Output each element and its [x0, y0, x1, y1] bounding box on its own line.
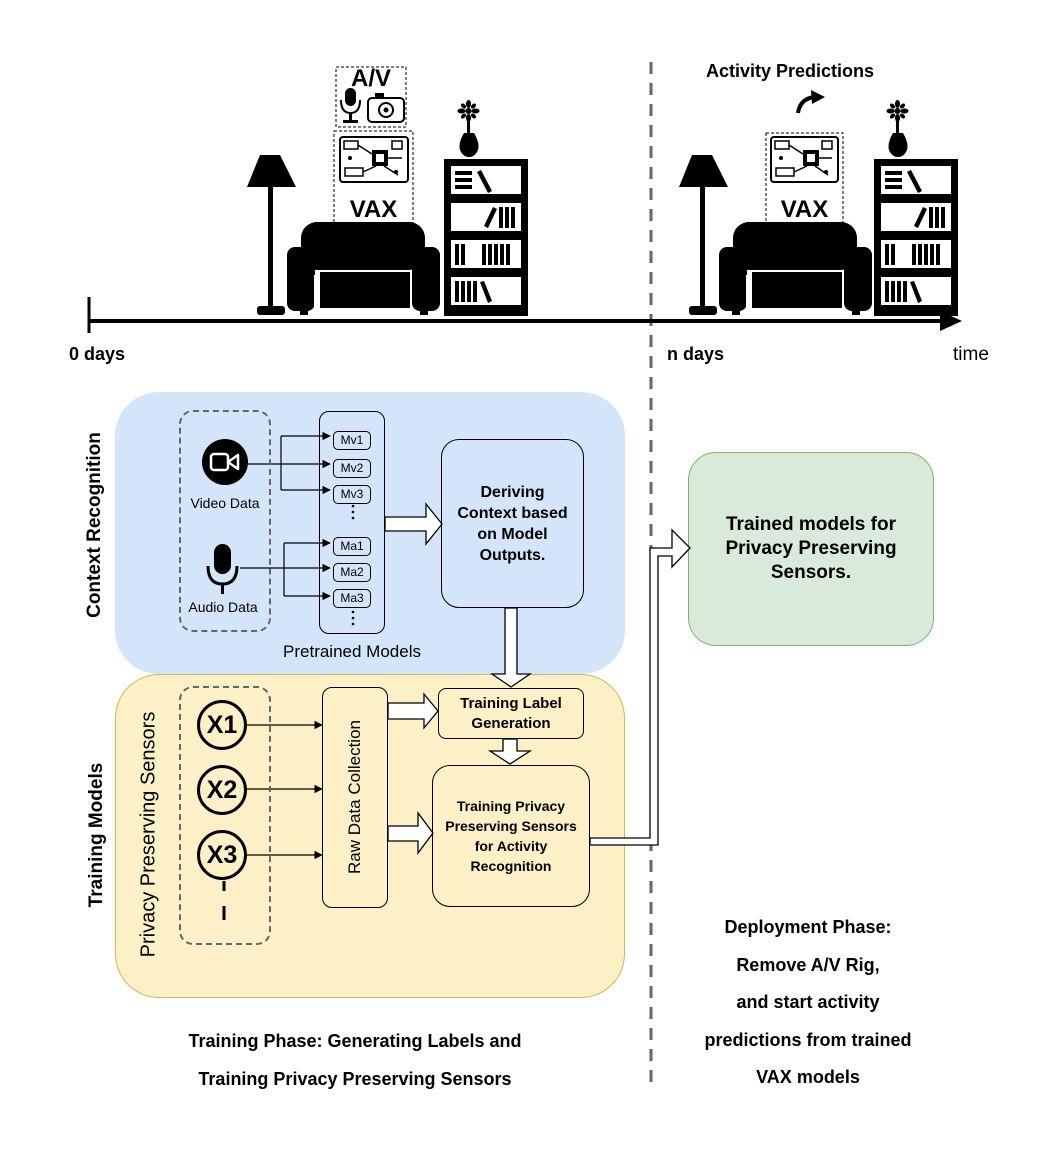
armchair-icon: [287, 222, 440, 315]
sensor-x3: X3: [197, 830, 247, 880]
trained-models-text: Trained models for Privacy Preserving Se…: [725, 514, 897, 583]
deployment-caption-line2: Remove A/V Rig,: [736, 955, 880, 975]
train-privacy-sensors-box: Training Privacy Preserving Sensors for …: [432, 765, 590, 907]
context-to-labelgen-arrow: [489, 607, 533, 688]
av-rig-label: A/V: [350, 65, 391, 92]
video-data-label: Video Data: [190, 495, 260, 511]
pretrained-models-caption: Pretrained Models: [283, 642, 421, 661]
train-privacy-sensors-text: Training Privacy Preserving Sensors for …: [445, 798, 577, 874]
training-phase-caption-line1: Training Phase: Generating Labels and: [188, 1031, 522, 1051]
deriving-context-box: Deriving Context based on Model Outputs.: [441, 439, 584, 608]
training-label-generation-box: Training Label Generation: [438, 688, 584, 739]
training-label-generation-text: Training Label Generation: [460, 694, 562, 732]
video-to-models-connectors: [240, 431, 331, 601]
deployment-caption-line3: and start activity: [736, 992, 880, 1012]
training-models-label: Training Models: [86, 762, 107, 908]
audio-data-label: Audio Data: [188, 599, 258, 615]
activity-predictions-label: Activity Predictions: [706, 61, 875, 81]
armchair-icon-right: [719, 222, 872, 315]
timeline-axis-label: time: [953, 344, 989, 365]
labelgen-to-train-arrow: [487, 738, 533, 765]
models-ellipsis: [351, 504, 355, 626]
sensor-x2: X2: [197, 765, 247, 815]
circuit-board-icon: [339, 136, 409, 183]
model-video-3: Mv3: [333, 485, 371, 504]
vax-label-left: VAX: [349, 196, 398, 223]
model-audio-2: Ma2: [333, 563, 371, 582]
training-phase-caption-line2: Training Privacy Preserving Sensors: [198, 1069, 512, 1089]
deployment-caption-line4: predictions from trained: [704, 1030, 912, 1050]
vax-device-box-right: [765, 132, 844, 226]
curved-arrow-icon: [796, 90, 825, 114]
train-to-output-arrow: [589, 528, 691, 846]
sensor-x1: X1: [197, 700, 247, 750]
raw-to-train-arrow: [387, 811, 434, 855]
models-to-context-arrow: [384, 502, 443, 546]
model-audio-1: Ma1: [333, 537, 371, 556]
sensor-connectors: [247, 720, 323, 860]
model-video-2: Mv2: [333, 459, 371, 478]
privacy-sensors-label: Privacy Preserving Sensors: [137, 711, 160, 958]
model-video-1: Mv1: [333, 431, 371, 450]
pretrained-models-container: [319, 411, 385, 634]
video-camera-icon: [202, 439, 248, 485]
microphone-icon: [340, 88, 361, 123]
deriving-context-text: Deriving Context based on Model Outputs.: [457, 483, 568, 564]
flower-vase-icon-right: [886, 100, 909, 157]
microphone-icon-audio: [206, 544, 239, 594]
floor-lamp-icon: [247, 155, 296, 315]
bookshelf-icon: [444, 159, 528, 316]
vax-label-right: VAX: [780, 196, 829, 223]
bookshelf-icon-right: [874, 159, 958, 316]
av-rig-box: [335, 66, 407, 128]
deployment-caption-line5: VAX models: [756, 1067, 860, 1087]
deployment-caption-line1: Deployment Phase:: [724, 917, 892, 937]
context-recognition-label: Context Recognition: [84, 432, 105, 618]
floor-lamp-icon-right: [679, 155, 728, 315]
circuit-board-icon-right: [770, 136, 839, 183]
raw-data-collection-text: Raw Data Collection: [345, 720, 364, 875]
timeline-start-label: 0 days: [69, 344, 126, 364]
trained-models-box: Trained models for Privacy Preserving Se…: [688, 452, 934, 646]
sensors-group-box: [179, 686, 271, 945]
timeline-end-label: n days: [667, 344, 725, 364]
raw-data-collection-box: [322, 687, 388, 908]
raw-to-labelgen-arrow: [387, 692, 439, 730]
flower-vase-icon: [457, 100, 480, 157]
model-audio-3: Ma3: [333, 589, 371, 608]
vax-device-box: [333, 130, 414, 226]
camera-icon: [367, 93, 405, 123]
raw-sensor-group-box: [179, 410, 271, 632]
